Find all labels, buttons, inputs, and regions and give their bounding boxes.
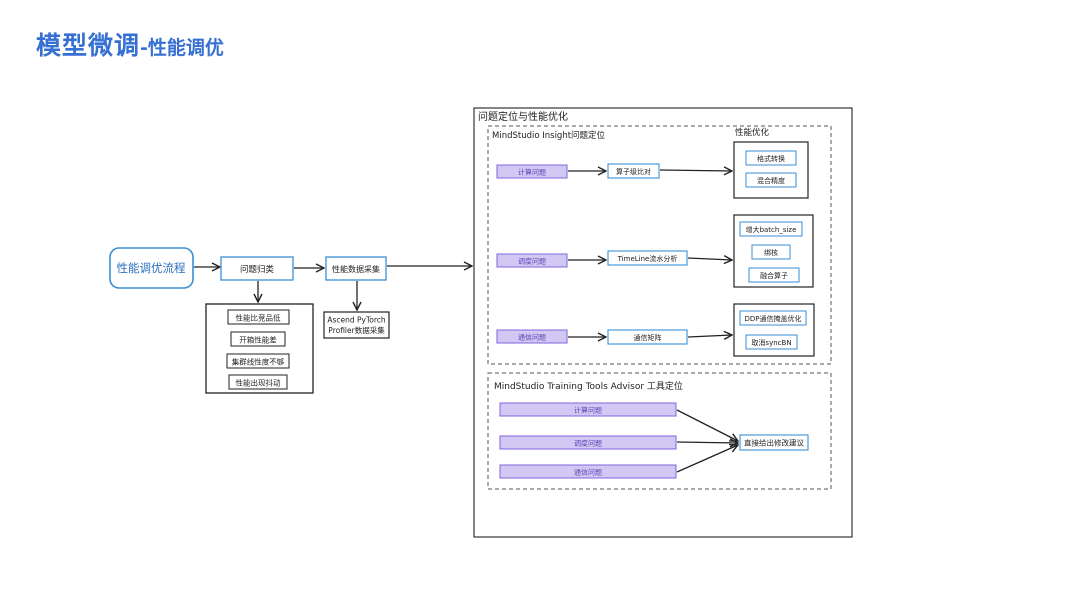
start-node-label: 性能调优流程 xyxy=(117,261,186,275)
collect-node: 性能数据采集 xyxy=(325,256,387,281)
collect-tool-line: Ascend PyTorch xyxy=(327,316,386,325)
analysis-label: TimeLine流水分析 xyxy=(617,254,678,263)
optim-item: 混合精度 xyxy=(757,176,785,185)
issue-label: 计算问题 xyxy=(518,168,546,177)
collect-tool-line: Profiler数据采集 xyxy=(328,325,385,335)
page-title-sub: -性能调优 xyxy=(140,37,224,59)
optim-item: DDP通信掩盖优化 xyxy=(744,314,801,323)
symptom-item: 开箱性能差 xyxy=(239,335,277,345)
advisor-title: MindStudio Training Tools Advisor 工具定位 xyxy=(494,380,683,392)
optim-item: 融合算子 xyxy=(760,271,788,280)
collect-tools-box: Ascend PyTorch Profiler数据采集 xyxy=(323,311,390,339)
start-node: 性能调优流程 xyxy=(109,247,194,289)
optim-item: 增大batch_size xyxy=(746,225,797,234)
classify-node-label: 问题归类 xyxy=(240,264,275,275)
advisor-issues: 计算问题 调度问题 通信问题 xyxy=(499,402,677,479)
symptom-item: 性能比竞品低 xyxy=(236,313,281,323)
analysis-label: 通信矩阵 xyxy=(634,333,662,342)
insight-row-compute: 计算问题 算子级比对 格式转换 混合精度 xyxy=(496,141,809,199)
optim-item: 绑核 xyxy=(764,248,778,257)
collect-node-label: 性能数据采集 xyxy=(332,264,380,274)
optim-item: 格式转换 xyxy=(757,154,785,163)
advisor-result-label: 直接给出修改建议 xyxy=(744,438,804,448)
issue-label: 通信问题 xyxy=(518,333,546,342)
analysis-label: 算子级比对 xyxy=(616,167,651,176)
advisor-section xyxy=(487,372,832,490)
page-title: 模型微调-性能调优 xyxy=(36,26,224,62)
main-panel-title: 问题定位与性能优化 xyxy=(478,110,568,123)
advisor-result: 直接给出修改建议 xyxy=(739,434,809,451)
issue-label: 调度问题 xyxy=(518,257,546,266)
advisor-issue: 通信问题 xyxy=(574,468,602,477)
symptom-item: 集群线性度不够 xyxy=(232,357,285,367)
page-title-main: 模型微调 xyxy=(36,31,141,60)
insight-title: MindStudio Insight问题定位 xyxy=(492,130,606,141)
arrow-advisor-1 xyxy=(676,409,738,441)
optim-header: 性能优化 xyxy=(735,127,770,138)
symptoms-box: 性能比竞品低 开箱性能差 集群线性度不够 性能出现抖动 xyxy=(205,303,314,394)
insight-row-schedule: 调度问题 TimeLine流水分析 增大batch_size 绑核 融合算子 xyxy=(496,214,814,288)
insight-section xyxy=(487,125,832,365)
classify-node: 问题归类 xyxy=(220,256,294,281)
advisor-issue: 计算问题 xyxy=(574,406,602,415)
insight-row-comm: 通信问题 通信矩阵 DDP通信掩盖优化 取消syncBN xyxy=(496,303,815,357)
symptom-item: 性能出现抖动 xyxy=(236,378,281,388)
advisor-issue: 调度问题 xyxy=(574,439,602,448)
optim-item: 取消syncBN xyxy=(751,338,791,347)
arrow-advisor-2 xyxy=(676,442,738,443)
arrow-advisor-3 xyxy=(676,445,738,473)
